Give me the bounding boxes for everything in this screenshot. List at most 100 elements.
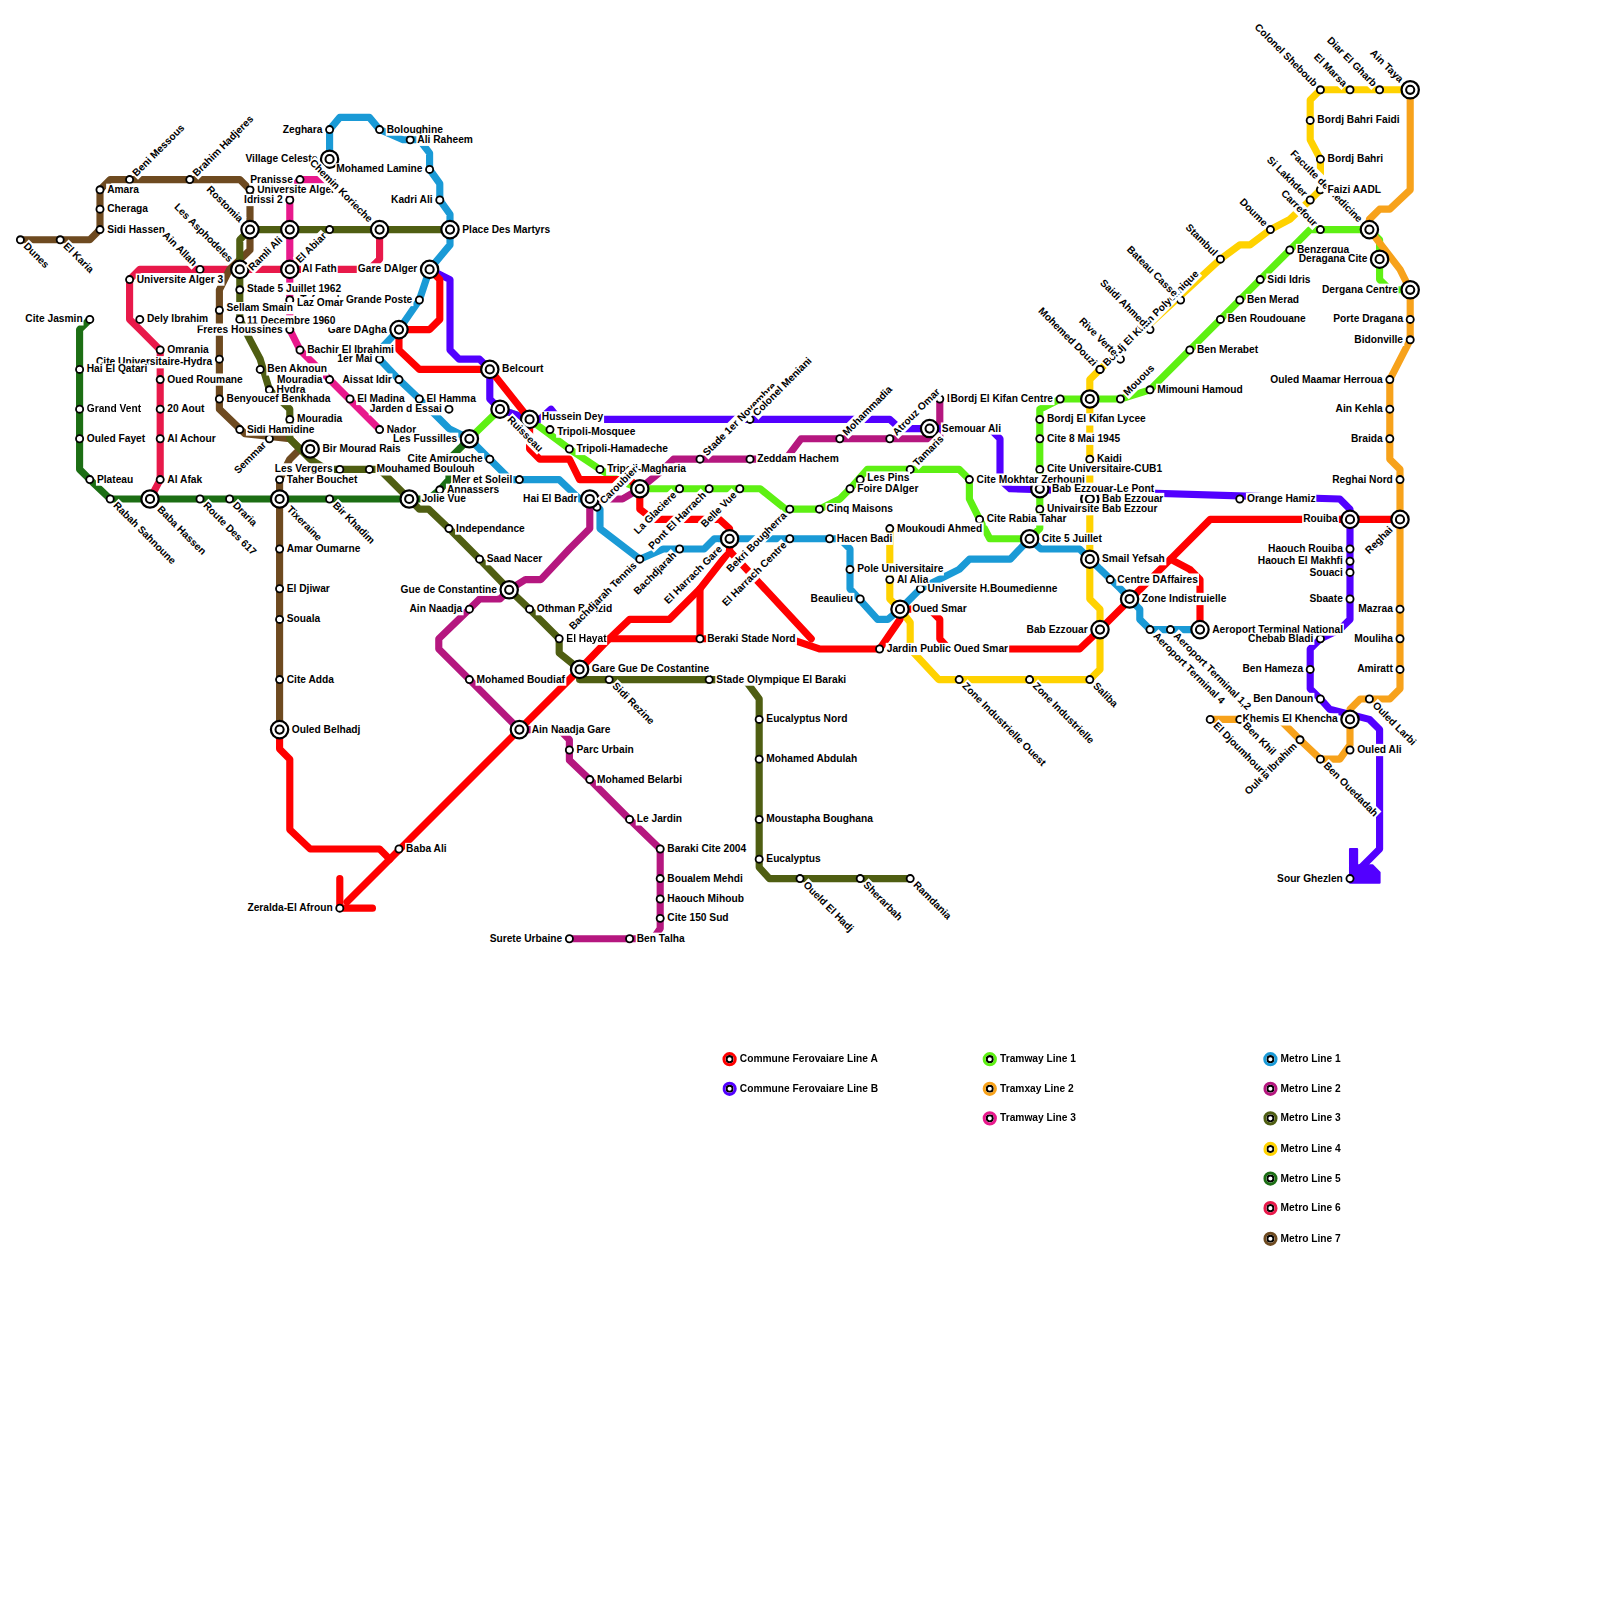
station-dot [276,585,283,592]
station-label: Hussein Dey [541,411,604,423]
station-dot [1396,635,1403,642]
interchange-ring [146,495,154,503]
station-dot [226,495,233,502]
station-label: Diar El Gharb [1323,34,1379,90]
station-dot [1217,256,1224,263]
station-label: Cite 8 Mai 1945 [1046,433,1121,445]
station-label: Sidi Rezine [609,680,658,729]
interchange-ring [276,726,284,734]
station-label: Stade 5 Juillet 1962 [246,283,342,295]
station-label: Bir Mourad Rais [321,443,401,455]
interchange-ring [1346,515,1354,523]
station-label: Ben Talha [636,933,686,945]
station-dot [57,236,64,243]
station-label: Bidonville [1353,334,1404,346]
station-label: El Djiwar [286,583,331,595]
legend-label: Metro Line 6 [1281,1202,1341,1214]
station-dot [445,406,452,413]
station-dot [296,176,303,183]
station-dot [696,456,703,463]
metro-line [469,230,1410,539]
station-dot [556,635,563,642]
legend-swatch [722,1052,736,1066]
station-dot [107,495,114,502]
station-label: Eucalyptus [765,853,821,865]
station-label: Mimouni Hamoud [1156,384,1244,396]
station-label: Rouiba [1302,513,1339,525]
interchange-ring [1402,81,1419,98]
station-dot [886,576,893,583]
station-dot [1086,456,1093,463]
interchange-ring [246,226,254,234]
station-label: Les Fussilles [392,433,458,445]
station-dot [346,395,353,402]
station-label: Zeghara [282,123,324,135]
station-label: Sidi Hamidine [246,423,316,435]
station-dot [76,366,83,373]
station-dot [486,456,493,463]
station-dot [657,875,664,882]
station-dot [86,476,93,483]
station-label: Dergana Centre [1321,284,1399,296]
legend-swatch [983,1111,997,1125]
station-label: Amara [106,184,140,196]
station-dot [466,676,473,683]
interchange-ring [1021,530,1038,547]
station-dot [366,466,373,473]
station-dot [917,585,924,592]
station-label: Reghai Nord [1331,473,1394,485]
interchange-ring [571,661,588,678]
interchange-ring [1081,390,1098,407]
station-label: Laz Omar [296,297,345,309]
station-label: Bordj Bahri [1327,153,1385,165]
station-label: Amar Oumarne [286,543,362,555]
legend-label: Commune Ferovaiare Line B [740,1083,878,1095]
station-label: Braida [1350,433,1384,445]
station-dot [1346,86,1353,93]
station-dot [876,645,883,652]
interchange-ring [1086,555,1094,563]
station-label: Cite Rabia Tahar [986,513,1068,525]
station-dot [1307,666,1314,673]
station-label: Al Fath [301,263,338,275]
interchange-ring [461,430,478,447]
station-label: Zeralda-El Afroun [246,902,333,914]
station-dot [1376,86,1383,93]
station-label: Foire DAlger [856,483,919,495]
station-dot [1317,226,1324,233]
metro-line [280,730,390,902]
interchange-ring [631,480,648,497]
interchange-ring [576,665,584,673]
station-label: Haouch Rouiba [1267,543,1344,555]
station-dot [1036,466,1043,473]
station-dot [276,545,283,552]
station-label: Saliba [1090,680,1121,711]
legend-label: Metro Line 2 [1281,1083,1341,1095]
station-label: Benyoucef Benkhada [226,393,332,405]
station-dot [466,606,473,613]
station-label: Surete Urbaine [489,933,564,945]
station-dot [476,556,483,563]
station-dot [526,606,533,613]
station-dot [696,635,703,642]
station-label: Ramdania [910,879,955,924]
station-dot [1366,695,1373,702]
interchange-ring [636,485,644,493]
station-label: Semmar [231,439,270,478]
interchange-ring [896,605,904,613]
station-label: Haouch Mihoub [666,893,745,905]
station-label: Souala [286,613,322,625]
station-dot [857,875,864,882]
interchange-ring [395,326,403,334]
station-dot [826,535,833,542]
station-label: Pranisse [249,173,294,185]
station-label: Ali Raheem [416,134,474,146]
interchange-ring [1036,485,1044,493]
station-dot [1407,316,1414,323]
metro-line [430,269,1380,878]
station-dot [846,485,853,492]
legend-label: Tramway Line 3 [1000,1112,1076,1124]
legend-swatch [1263,1232,1277,1246]
interchange-ring [1086,495,1094,503]
